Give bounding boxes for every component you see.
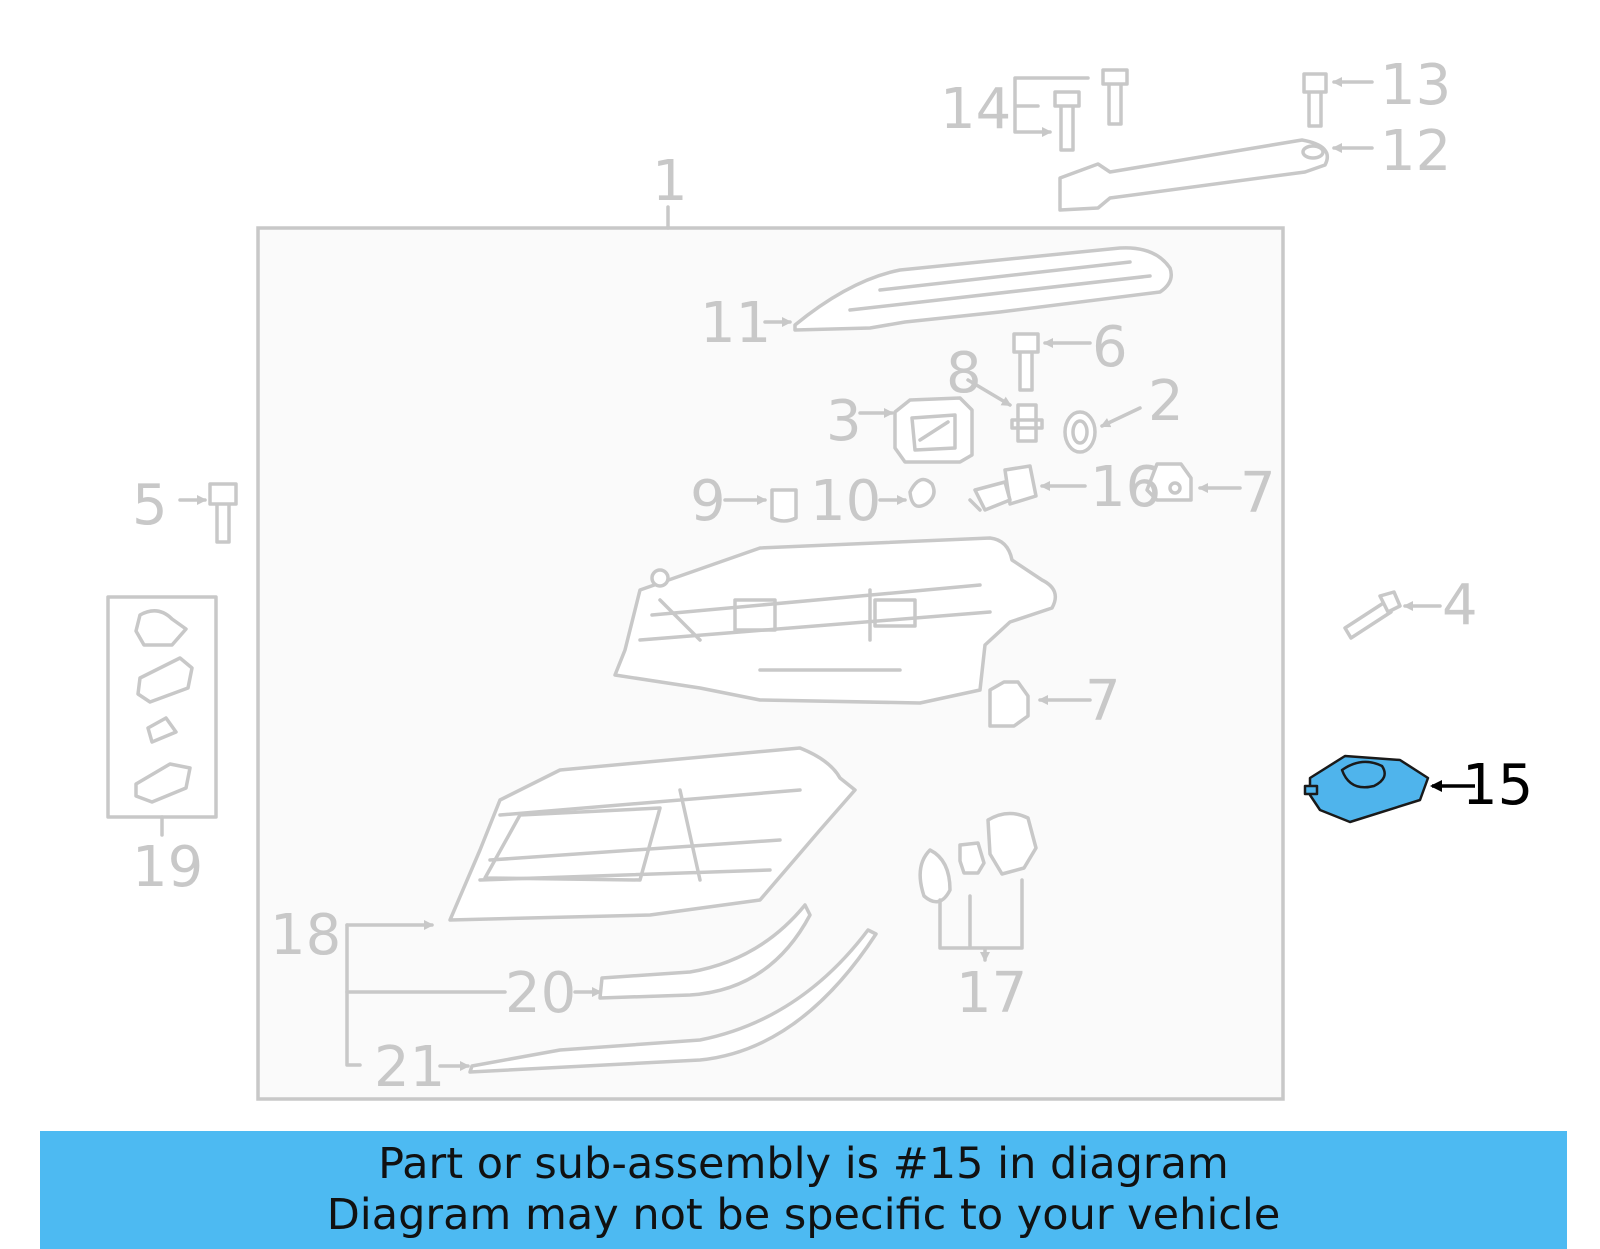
part-10-bulb bbox=[878, 477, 936, 508]
banner-line-2: Diagram may not be specific to your vehi… bbox=[326, 1190, 1281, 1240]
callout-18: 18 bbox=[270, 903, 341, 968]
callout-1: 1 bbox=[652, 149, 688, 214]
callout-15: 15 bbox=[1462, 753, 1533, 818]
part-14-bolts bbox=[1013, 68, 1129, 152]
part-11-trim bbox=[763, 246, 1173, 332]
callout-8: 8 bbox=[946, 341, 982, 406]
callout-14: 14 bbox=[940, 77, 1011, 142]
callout-13: 13 bbox=[1380, 53, 1451, 118]
callout-17: 17 bbox=[956, 961, 1027, 1026]
part-7-clip-lower bbox=[988, 680, 1092, 728]
part-21-strip bbox=[468, 928, 878, 1074]
callout-5: 5 bbox=[132, 473, 168, 538]
part-9-grommet bbox=[723, 488, 798, 523]
info-banner: Part or sub-assembly is #15 in diagram D… bbox=[40, 1131, 1567, 1249]
part-4-bolt bbox=[1343, 590, 1442, 640]
part-17-bulbs bbox=[918, 811, 1038, 960]
part-15-ballast bbox=[1303, 754, 1475, 824]
callout-7-upper: 7 bbox=[1240, 461, 1276, 526]
part-13-bolt bbox=[1302, 72, 1374, 128]
banner-line-1: Part or sub-assembly is #15 in diagram bbox=[378, 1139, 1229, 1189]
part-20-strip bbox=[598, 903, 812, 1000]
headlamp-upper bbox=[613, 536, 1058, 705]
callout-2: 2 bbox=[1148, 369, 1184, 434]
part-3-plate bbox=[858, 396, 974, 464]
callout-12: 12 bbox=[1380, 119, 1451, 184]
callout-11: 11 bbox=[700, 291, 771, 356]
headlamp-lower bbox=[448, 746, 857, 922]
part-18-leader bbox=[345, 920, 602, 1071]
part-5-bolt bbox=[178, 482, 238, 544]
part-8-clip bbox=[966, 378, 1044, 443]
part-16-socket bbox=[968, 464, 1087, 512]
part-19-clip-set bbox=[106, 595, 218, 837]
callout-19: 19 bbox=[132, 835, 203, 900]
part-6-screw bbox=[1012, 332, 1092, 392]
part-7-clip-upper bbox=[1145, 462, 1242, 502]
callout-16: 16 bbox=[1090, 455, 1161, 520]
callout-4: 4 bbox=[1442, 573, 1478, 638]
callout-21: 21 bbox=[374, 1035, 445, 1100]
callout-9: 9 bbox=[690, 469, 726, 534]
callout-6: 6 bbox=[1092, 315, 1128, 380]
part-12-bracket bbox=[1058, 138, 1374, 212]
callout-3: 3 bbox=[826, 389, 862, 454]
part-2-seal bbox=[1063, 406, 1142, 454]
callout-7-lower: 7 bbox=[1085, 669, 1121, 734]
callout-20: 20 bbox=[505, 961, 576, 1026]
callout-10: 10 bbox=[810, 469, 881, 534]
